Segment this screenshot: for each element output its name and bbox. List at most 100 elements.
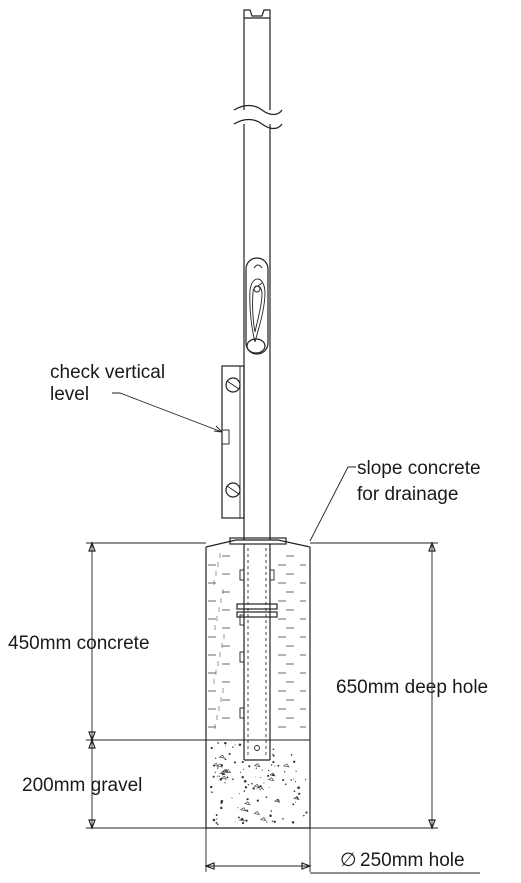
gravel-speck — [226, 776, 229, 779]
gravel-speck — [283, 771, 286, 773]
hole-depth-label: 650mm deep hole — [336, 677, 488, 698]
gravel-stone — [224, 769, 232, 774]
gravel-stone — [254, 763, 261, 768]
gravel-speck — [246, 798, 249, 801]
gravel-speck — [268, 786, 270, 788]
gravel-speck — [216, 814, 218, 816]
gravel-speck — [217, 775, 218, 777]
gravel-speck — [244, 786, 248, 789]
gravel-speck — [231, 797, 233, 799]
concrete-texture — [208, 553, 306, 729]
gravel-speck — [298, 792, 301, 795]
concrete-block — [205, 537, 311, 829]
check-level-label-line2: level — [50, 384, 89, 405]
spirit-level-icon — [221, 365, 245, 519]
gravel-speck — [216, 818, 218, 820]
gravel-stone — [267, 777, 275, 782]
gravel-speck — [252, 787, 255, 790]
gravel-speck — [256, 788, 258, 790]
gravel-speck — [282, 818, 284, 820]
gravel-stone — [269, 772, 276, 777]
gravel-stone — [216, 763, 223, 768]
gravel-speck — [243, 790, 246, 792]
gravel-speck — [295, 801, 296, 803]
gravel-speck — [238, 743, 242, 747]
gravel-speck — [270, 764, 273, 766]
slope-label-line1: slope concrete — [357, 458, 481, 479]
gravel-stone — [256, 785, 264, 789]
gravel-speck — [277, 764, 280, 767]
gravel-speck — [282, 778, 285, 782]
gravel-speck — [255, 767, 257, 769]
gravel-speck — [234, 744, 236, 746]
diameter-symbol: ∅ — [340, 850, 357, 871]
gravel-stone — [253, 811, 261, 815]
gravel-speck — [234, 820, 236, 822]
gravel-speck — [297, 786, 300, 789]
gravel-speck — [273, 820, 276, 823]
gravel-speck — [233, 761, 236, 764]
gravel-speck — [256, 799, 259, 802]
gravel-speck — [251, 782, 253, 785]
gravel-speck — [212, 775, 215, 778]
gravel-stone — [273, 798, 281, 803]
gravel-speck — [215, 757, 217, 759]
gravel-speck — [293, 760, 296, 763]
gravel-speck — [290, 754, 293, 756]
gravel-speck — [264, 817, 266, 819]
gravel-speck — [272, 753, 274, 755]
gravel-speck — [272, 754, 275, 757]
gravel-speck — [232, 778, 234, 781]
gravel-speck — [272, 761, 275, 764]
gravel-speck — [293, 790, 296, 793]
gravel-speck — [284, 783, 287, 785]
gravel-speck — [241, 821, 245, 825]
gravel-speck — [293, 778, 295, 780]
check-level-label-line1: check vertical — [50, 362, 165, 383]
gravel-stone — [293, 795, 300, 800]
gravel-speck — [238, 793, 240, 794]
gravel-speck — [267, 774, 270, 777]
latch-icon — [245, 257, 269, 355]
gravel-speck — [224, 742, 227, 745]
gravel-speck — [220, 799, 224, 803]
gravel-speck — [240, 771, 242, 773]
gravel-speck — [255, 776, 257, 778]
gravel-stone — [253, 783, 260, 788]
gravel-speck — [247, 784, 250, 786]
gravel-stone — [212, 762, 219, 767]
gravel-speck — [268, 769, 270, 772]
gravel-stone — [244, 801, 251, 806]
gravel-stone — [238, 817, 246, 822]
gravel-stone — [219, 771, 226, 775]
gravel-stone — [221, 769, 229, 774]
gravel-speck — [290, 779, 293, 781]
gravel-stone — [239, 807, 247, 812]
slope-leader — [309, 466, 356, 542]
gravel-speck — [241, 760, 244, 764]
gravel-speck — [295, 770, 297, 772]
check-level-leader — [112, 392, 223, 433]
gravel-speck — [292, 803, 295, 806]
gravel-speck — [260, 777, 262, 779]
gravel-speck — [271, 820, 274, 822]
gravel-speck — [220, 806, 223, 810]
gravel-speck — [241, 776, 244, 779]
gravel-speck — [274, 765, 276, 767]
gravel-speck — [270, 810, 273, 812]
gravel-speck — [211, 791, 213, 793]
gravel-speck — [263, 782, 265, 784]
gravel-speck — [212, 818, 216, 822]
gravel-speck — [243, 768, 245, 770]
gravel-speck — [248, 765, 251, 768]
gravel-speck — [305, 811, 308, 814]
gravel-stone — [218, 754, 226, 759]
gravel-speck — [269, 814, 272, 817]
gravel-speck — [262, 788, 265, 791]
gravel-speck — [214, 771, 216, 773]
gravel-depth-label: 200mm gravel — [22, 775, 142, 796]
gravel-speck — [216, 767, 219, 769]
gravel-speck — [217, 742, 219, 744]
gravel-speck — [243, 780, 247, 783]
